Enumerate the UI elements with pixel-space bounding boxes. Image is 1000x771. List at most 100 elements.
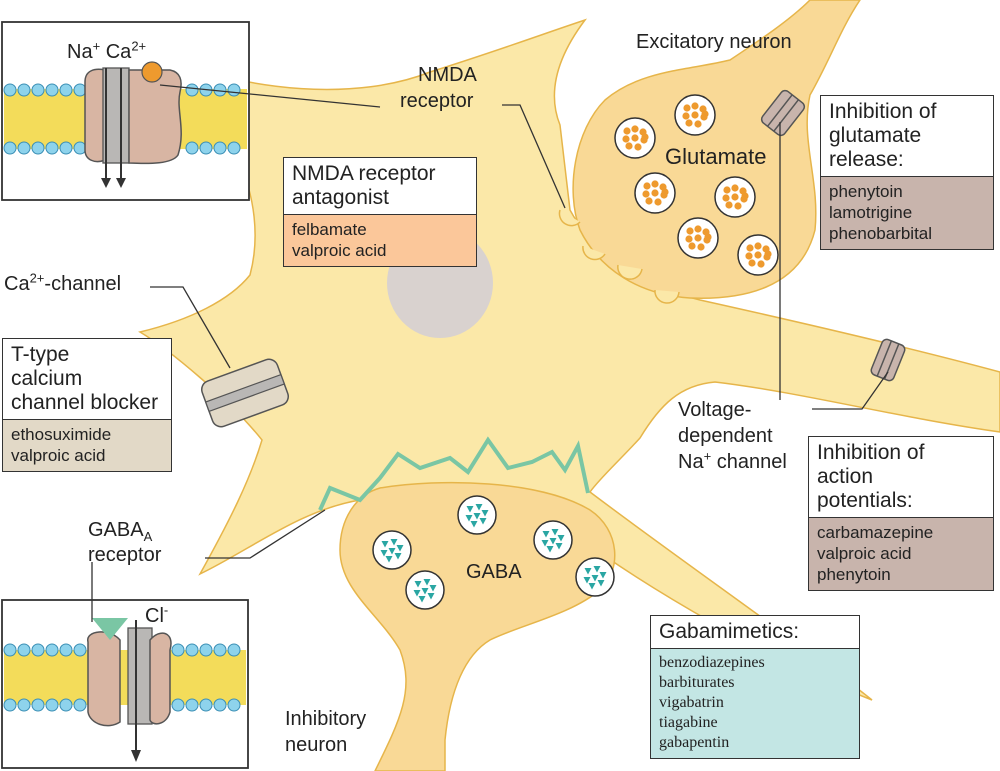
gaba-a-label-2: receptor <box>88 544 162 566</box>
ca-channel-label: Ca2+-channel <box>4 270 121 296</box>
glutamate-molecule <box>757 260 765 268</box>
gaba-molecule <box>557 535 565 542</box>
gaba-molecule <box>473 513 481 520</box>
lipid-head <box>17 698 31 712</box>
drug-item: benzodiazepines <box>659 654 765 671</box>
lipid-head <box>3 141 17 155</box>
ca-channel-prefix: Ca <box>4 273 30 295</box>
gaba-vesicles <box>372 495 615 610</box>
box-title-line: Gabamimetics: <box>659 620 800 643</box>
glutamate-molecule <box>694 234 702 242</box>
drug-item: valproic acid <box>292 241 387 260</box>
glutamate-molecule <box>691 111 699 119</box>
gaba-molecule <box>479 518 487 525</box>
membrane-heads <box>3 83 241 155</box>
glutamate-molecule <box>745 252 753 260</box>
lipid-head <box>227 698 241 712</box>
lipid-head <box>59 141 73 155</box>
gabamimetics-drugs: benzodiazepines barbiturates vigabatrin … <box>651 648 859 758</box>
drug-item: ethosuximide <box>11 425 112 444</box>
glutamate-molecule <box>704 233 712 241</box>
excitatory-terminal <box>572 0 861 299</box>
gaba-molecule <box>421 588 429 595</box>
glutamate-molecule <box>723 186 731 194</box>
glutamate-molecule <box>682 112 690 120</box>
ca-channel-charge: 2+ <box>29 270 45 286</box>
lipid-head <box>199 698 213 712</box>
action-potentials-box: Inhibition of action potentials: carbama… <box>808 436 994 591</box>
glutamate-molecule <box>725 201 733 209</box>
lipid-head <box>59 643 73 657</box>
gaba-a-subscript: A <box>143 529 153 544</box>
gabamimetics-title: Gabamimetics: <box>651 616 859 648</box>
box-title-line: potentials: <box>817 489 913 512</box>
glutamate-molecule <box>631 134 639 142</box>
gaba-molecules <box>380 504 607 603</box>
lipid-head <box>59 83 73 97</box>
gaba-molecule <box>418 596 426 603</box>
gaba-molecule <box>427 593 435 600</box>
glutamate-molecule <box>746 244 754 252</box>
lipid-head <box>213 643 227 657</box>
gaba-molecule <box>390 539 398 546</box>
gaba-molecule <box>429 585 437 592</box>
excitatory-neuron-label: Excitatory neuron <box>636 31 792 53</box>
ca-ion-label: Ca <box>105 41 132 63</box>
lipid-head <box>31 643 45 657</box>
drug-item: carbamazepine <box>817 523 934 542</box>
gaba-molecule <box>423 579 431 586</box>
gaba-molecule <box>465 515 473 522</box>
calcium-channel <box>200 358 290 428</box>
lipid-head <box>31 698 45 712</box>
gaba-molecule <box>555 543 563 550</box>
voltage-label-2: dependent <box>678 425 773 447</box>
gaba-molecule <box>381 541 389 548</box>
gaba-molecule <box>413 590 421 597</box>
glutamate-molecule <box>754 242 762 250</box>
glutamate-molecule <box>722 194 730 202</box>
glutamate-label: Glutamate <box>665 144 767 169</box>
glutamate-molecule <box>651 189 659 197</box>
lipid-head <box>213 141 227 155</box>
box-title-line: glutamate <box>829 124 922 147</box>
glutamate-molecule <box>701 110 709 118</box>
gaba-a-channel-inset <box>1 599 249 769</box>
action-potentials-drugs: carbamazepine valproic acid phenytoin <box>809 517 993 590</box>
drug-item: vigabatrin <box>659 694 724 711</box>
gaba-molecule <box>549 538 557 545</box>
lipid-head <box>59 698 73 712</box>
gaba-a-prefix: GABA <box>88 519 144 541</box>
lipid-head <box>45 643 59 657</box>
glutamate-release-drugs: phenytoin lamotrigine phenobarbital <box>821 176 993 249</box>
voltage-na: Na <box>678 451 704 473</box>
lipid-head <box>73 141 87 155</box>
gaba-molecule <box>380 550 388 557</box>
lipid-head <box>31 141 45 155</box>
gaba-molecule <box>470 521 478 528</box>
t-type-drugs: ethosuximide valproic acid <box>3 419 171 471</box>
gaba-molecule <box>542 531 550 538</box>
nmda-receptor-label-2: receptor <box>400 90 474 112</box>
gaba-molecule <box>593 566 601 573</box>
glutamate-molecule <box>685 235 693 243</box>
gaba-molecule <box>388 548 396 555</box>
glutamate-molecule <box>625 142 633 150</box>
lipid-head <box>227 141 241 155</box>
gaba-label: GABA <box>466 561 522 583</box>
drug-item: gabapentin <box>659 734 730 751</box>
lipid-head <box>31 83 45 97</box>
gaba-molecule <box>551 529 559 536</box>
glutamate-molecule <box>764 250 772 258</box>
glutamate-molecule <box>622 135 630 143</box>
cl-ion-charge: - <box>163 602 169 618</box>
glutamate-molecule <box>645 197 653 205</box>
lipid-head <box>185 83 199 97</box>
gaba-receptor-zigzag <box>318 436 590 511</box>
lipid-head <box>185 141 199 155</box>
box-title-line: Inhibition of <box>829 100 937 123</box>
na-channel-glutamate <box>760 89 806 137</box>
glutamate-release-box: Inhibition of glutamate release: phenyto… <box>820 95 994 250</box>
glutamate-molecule <box>623 127 631 135</box>
nmda-channel-inset <box>1 21 250 201</box>
voltage-channel-word: channel <box>711 451 787 473</box>
